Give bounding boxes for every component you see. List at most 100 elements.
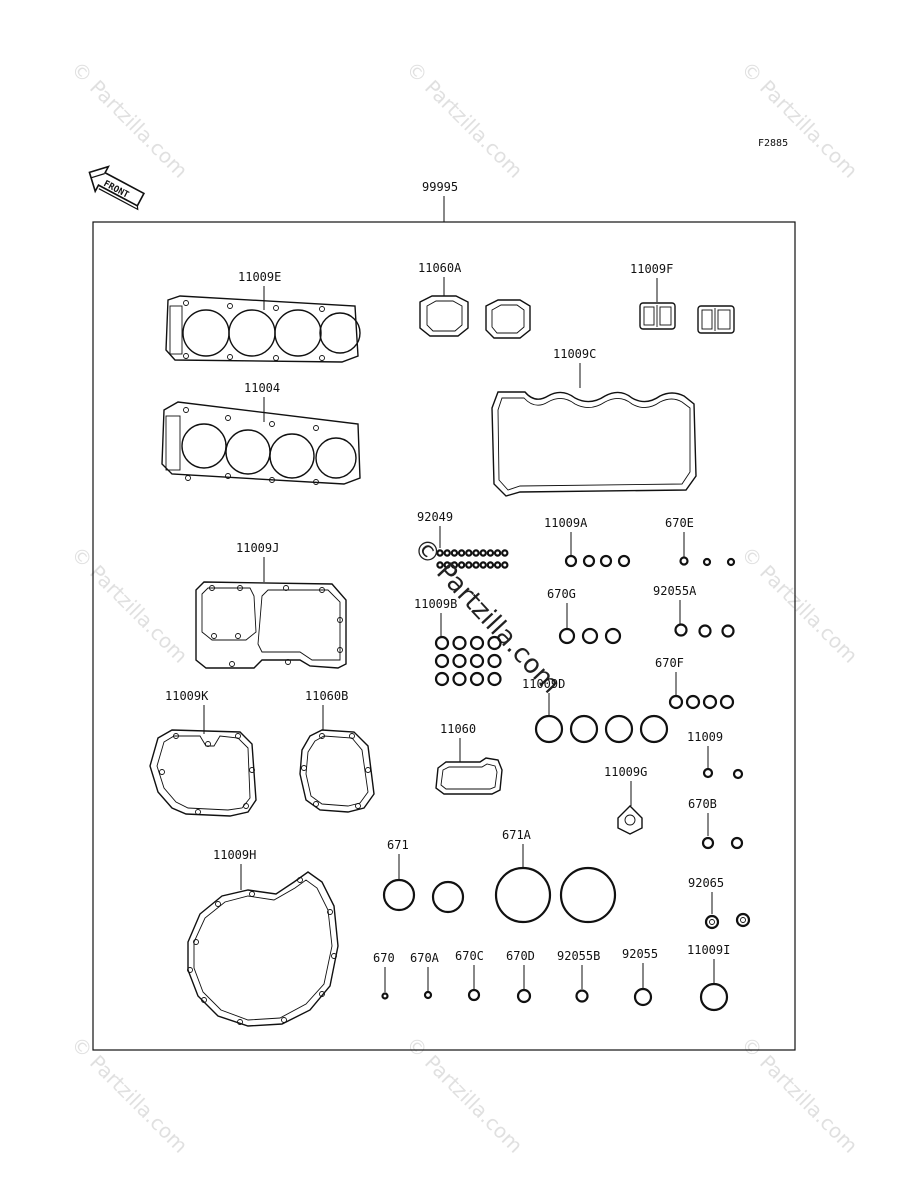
part-11009C[interactable]: 11009C bbox=[491, 347, 697, 497]
seal-ring-icon bbox=[501, 549, 509, 557]
part-670C[interactable]: 670C bbox=[455, 949, 484, 1002]
part-670D[interactable]: 670D bbox=[506, 949, 535, 1004]
part-label: 92055B bbox=[557, 949, 600, 963]
seal-ring-icon bbox=[469, 671, 485, 687]
seal-ring-icon bbox=[452, 635, 467, 651]
part-11009[interactable]: 11009 bbox=[687, 730, 744, 780]
seal-ring-icon bbox=[443, 549, 451, 557]
part-92065[interactable]: 92065 bbox=[688, 876, 751, 930]
part-11009D[interactable]: 11009D bbox=[522, 677, 669, 744]
part-label: 11009A bbox=[544, 516, 588, 530]
part-11009H[interactable]: 11009H bbox=[187, 848, 339, 1027]
part-label: 11009B bbox=[414, 597, 457, 611]
part-671[interactable]: 671 bbox=[382, 838, 465, 914]
seal-ring-icon bbox=[452, 671, 467, 687]
part-670G[interactable]: 670G bbox=[547, 587, 622, 645]
part-label: 670D bbox=[506, 949, 535, 963]
part-label: 11004 bbox=[244, 381, 280, 395]
part-11009G[interactable]: 11009G bbox=[604, 765, 647, 835]
part-label: 671A bbox=[502, 828, 532, 842]
assembly-box bbox=[92, 221, 796, 1051]
seal-ring-icon bbox=[436, 561, 444, 569]
center-watermark: © Partzilla.com bbox=[407, 532, 566, 699]
part-92055[interactable]: 92055 bbox=[622, 947, 658, 1007]
part-label: 92055A bbox=[653, 584, 697, 598]
seal-ring-icon bbox=[452, 653, 467, 669]
watermark: © Partzilla.com bbox=[401, 57, 527, 183]
part-92055A[interactable]: 92055A bbox=[653, 584, 735, 638]
seal-ring-icon bbox=[434, 635, 450, 651]
part-label: 670E bbox=[665, 516, 694, 530]
part-11009J[interactable]: 11009J bbox=[195, 541, 347, 669]
part-label: 670G bbox=[547, 587, 576, 601]
part-label: 670C bbox=[455, 949, 484, 963]
seal-ring-icon bbox=[469, 635, 485, 651]
part-label: 11009G bbox=[604, 765, 647, 779]
part-670F[interactable]: 670F bbox=[655, 656, 735, 710]
part-label: 670F bbox=[655, 656, 684, 670]
seal-ring-icon bbox=[486, 549, 495, 557]
part-label: 11009I bbox=[687, 943, 730, 957]
part-670[interactable]: 670 bbox=[373, 951, 395, 1000]
part-label: 11060B bbox=[305, 689, 348, 703]
part-label: 11009H bbox=[213, 848, 256, 862]
seal-ring-icon bbox=[465, 549, 473, 557]
seal-ring-icon bbox=[479, 561, 487, 569]
part-label: 11009D bbox=[522, 677, 565, 691]
seal-ring-icon bbox=[487, 653, 502, 669]
watermark: © Partzilla.com bbox=[736, 542, 862, 668]
seal-ring-icon bbox=[493, 549, 502, 557]
seal-ring-icon bbox=[443, 561, 451, 569]
part-label: 11009F bbox=[630, 262, 673, 276]
seal-ring-icon bbox=[501, 561, 509, 569]
part-11009A[interactable]: 11009A bbox=[544, 516, 631, 568]
part-11060A[interactable]: 11060A bbox=[418, 261, 531, 339]
part-11009F[interactable]: 11009F bbox=[630, 262, 735, 334]
seal-ring-icon bbox=[434, 653, 450, 669]
front-arrow-icon: FRONT bbox=[88, 165, 146, 211]
part-label: 11009J bbox=[236, 541, 279, 555]
part-670B[interactable]: 670B bbox=[688, 797, 744, 850]
part-92055B[interactable]: 92055B bbox=[557, 949, 600, 1003]
part-671A[interactable]: 671A bbox=[494, 828, 617, 924]
seal-ring-icon bbox=[434, 671, 450, 687]
part-11009I[interactable]: 11009I bbox=[687, 943, 730, 1012]
part-92049[interactable]: 92049 bbox=[417, 510, 509, 569]
part-label: 671 bbox=[387, 838, 409, 852]
part-label: 670B bbox=[688, 797, 717, 811]
part-670E[interactable]: 670E bbox=[665, 516, 736, 567]
seal-ring-icon bbox=[457, 561, 466, 569]
watermark: © Partzilla.com bbox=[66, 542, 192, 668]
seal-ring-icon bbox=[472, 549, 480, 557]
seal-ring-icon bbox=[487, 635, 502, 651]
part-11004[interactable]: 11004 bbox=[161, 381, 361, 485]
part-label: 92049 bbox=[417, 510, 453, 524]
part-11009B[interactable]: 11009B bbox=[414, 597, 502, 687]
part-label: 11060 bbox=[440, 722, 476, 736]
part-label: 670 bbox=[373, 951, 395, 965]
part-11060B[interactable]: 11060B bbox=[299, 689, 375, 813]
part-label: 11009C bbox=[553, 347, 596, 361]
watermark: © Partzilla.com bbox=[736, 57, 862, 183]
part-label: 92055 bbox=[622, 947, 658, 961]
part-670A[interactable]: 670A bbox=[410, 951, 440, 1000]
figure-code: F2885 bbox=[758, 138, 788, 149]
part-11009E[interactable]: 11009E bbox=[165, 270, 361, 363]
seal-ring-icon bbox=[465, 561, 473, 569]
seal-ring-icon bbox=[450, 561, 459, 569]
part-label: 670A bbox=[410, 951, 440, 965]
part-label: 11009E bbox=[238, 270, 281, 284]
seal-ring-icon bbox=[486, 561, 495, 569]
seal-ring-icon bbox=[436, 549, 444, 557]
seal-ring-icon bbox=[479, 549, 487, 557]
seal-ring-icon bbox=[493, 561, 502, 569]
part-label: 92065 bbox=[688, 876, 724, 890]
part-11009K[interactable]: 11009K bbox=[149, 689, 257, 817]
part-label: 11009K bbox=[165, 689, 209, 703]
watermark: © Partzilla.com bbox=[66, 57, 192, 183]
seal-ring-icon bbox=[450, 549, 459, 557]
part-label: 11060A bbox=[418, 261, 462, 275]
part-11060[interactable]: 11060 bbox=[435, 722, 503, 795]
seal-ring-icon bbox=[469, 653, 485, 669]
